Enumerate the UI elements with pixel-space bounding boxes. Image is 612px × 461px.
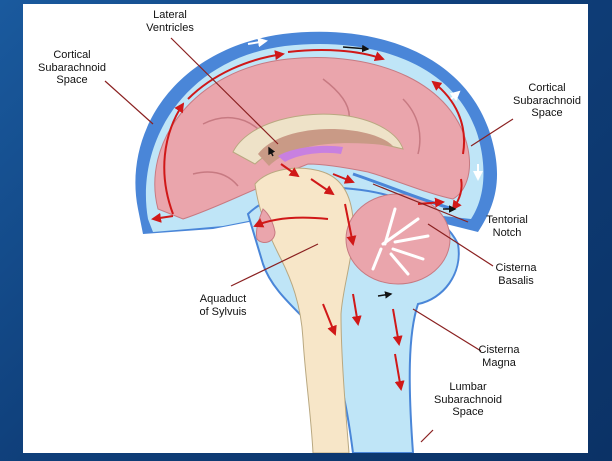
label-cisterna-magna: Cisterna Magna <box>478 344 520 369</box>
brainstem <box>254 167 354 453</box>
label-cortical-subarachnoid-space-left: Cortical Subarachnoid Space <box>38 49 106 86</box>
gyri-lines <box>192 78 421 187</box>
label-tentorial-notch: Tentorial Notch <box>486 214 528 239</box>
black-flow-arrows <box>268 44 457 299</box>
label-cisterna-basalis: Cisterna Basalis <box>495 262 537 287</box>
cerebellum <box>345 193 451 285</box>
diagram-panel: Lateral Ventricles Cortical Subarachnoid… <box>23 4 588 453</box>
label-cortical-subarachnoid-space-right: Cortical Subarachnoid Space <box>513 82 581 119</box>
csf-circulation-diagram <box>104 31 514 453</box>
csf-flow-arrows <box>151 49 465 391</box>
label-lumbar-subarachnoid-space: Lumbar Subarachnoid Space <box>434 381 502 418</box>
arbor-vitae <box>371 207 430 276</box>
choroid-plexus <box>278 145 343 162</box>
label-aquaduct-of-sylvuis: Aquaduct of Sylvuis <box>199 293 247 318</box>
leader-lines <box>104 37 514 443</box>
lateral-ventricle <box>258 129 393 166</box>
absorption-arrows <box>247 37 483 181</box>
label-lateral-ventricles: Lateral Ventricles <box>146 9 194 34</box>
